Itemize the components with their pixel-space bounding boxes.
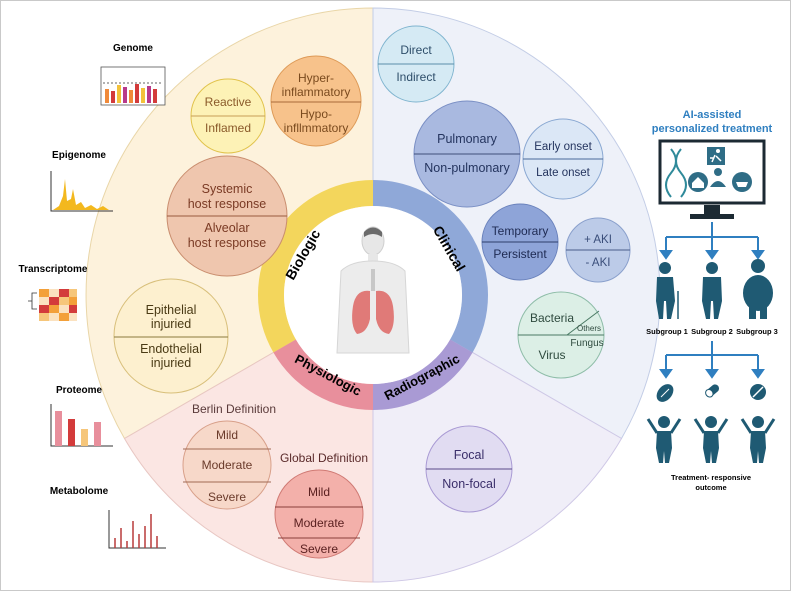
temporary-persistent-bubble: Temporary Persistent (481, 203, 559, 281)
fungus-text: Fungus (570, 338, 603, 349)
outcome-label-1: Treatment- responsive (671, 473, 751, 482)
pulmonary-text: Pulmonary (437, 132, 497, 146)
person-icon (646, 416, 682, 463)
human-body-icon (336, 226, 410, 354)
clinical-ring-segment (373, 180, 489, 353)
epithelial-endothelial-bubble: Epithelial injuried Endothelial injuried (113, 278, 229, 394)
bacteria-text: Bacteria (530, 311, 574, 325)
persistent-text: Persistent (493, 247, 547, 261)
person-icon (702, 262, 722, 319)
non-pulmonary-text: Non-pulmonary (424, 161, 510, 175)
reactive-text: Reactive (205, 95, 252, 109)
outcome-label-2: outcome (695, 483, 726, 492)
hyper-text-2: inflammatory (282, 85, 351, 99)
late-onset-text: Late onset (536, 167, 591, 179)
berlin-severe-text: Severe (208, 490, 246, 504)
virus-text: Virus (538, 348, 565, 362)
radiographic-ring-segment (373, 339, 473, 410)
reactive-inflamed-bubble: Reactive Inflamed (190, 78, 266, 154)
epigenome-icon (50, 171, 113, 212)
proteome-label: Proteome (56, 385, 103, 396)
food-icon (732, 172, 752, 192)
global-severe-text: Severe (300, 542, 338, 556)
endothelial-text-2: injuried (151, 356, 191, 370)
ai-assisted-title-1: AI-assisted (683, 109, 742, 121)
metabolome-label: Metabolome (50, 486, 109, 497)
alveolar-text-2: host response (188, 236, 267, 250)
indirect-text: Indirect (396, 70, 436, 84)
berlin-definition-label: Berlin Definition (192, 402, 276, 416)
genome-label: Genome (113, 43, 153, 54)
dna-icon (665, 148, 687, 198)
pill-icon (705, 384, 720, 398)
house-icon (688, 172, 708, 192)
systemic-text-2: host response (188, 197, 267, 211)
temporary-text: Temporary (492, 224, 549, 238)
inflamed-text: Inflamed (205, 121, 251, 135)
person-icon (656, 262, 679, 319)
global-moderate-text: Moderate (294, 516, 345, 530)
hypo-text-2: infllmmatory (284, 121, 349, 135)
berlin-bubble: Mild Moderate Severe (182, 420, 272, 510)
aki-bubble: + AKI - AKI (565, 217, 631, 283)
subgroup-2-label: Subgroup 2 (691, 327, 733, 336)
subgroup-arrows (659, 222, 765, 260)
treatment-arrows (659, 341, 765, 379)
focal-bubble: Focal Non-focal (425, 425, 513, 513)
ai-assisted-title-2: personalized treatment (652, 123, 773, 135)
direct-text: Direct (400, 43, 432, 57)
endothelial-text-1: Endothelial (140, 342, 202, 356)
global-bubble: Mild Moderate Severe (274, 469, 364, 559)
monitor-icon (658, 139, 766, 219)
person-icon (693, 416, 729, 463)
subgroup-3-label: Subgroup 3 (736, 327, 778, 336)
global-mild-text: Mild (308, 485, 330, 499)
subgroup-1-label: Subgroup 1 (646, 327, 688, 336)
epigenome-label: Epigenome (52, 150, 106, 161)
hypo-text-1: Hypo- (300, 107, 332, 121)
doctor-icon (710, 168, 726, 187)
metabolome-icon (108, 510, 166, 549)
early-onset-text: Early onset (534, 141, 592, 153)
epithelial-text-1: Epithelial (146, 303, 197, 317)
pathogen-bubble: Bacteria Others Fungus Virus (517, 291, 605, 379)
berlin-moderate-text: Moderate (202, 458, 253, 472)
pulmonary-bubble: Pulmonary Non-pulmonary (413, 100, 521, 208)
others-text: Others (577, 324, 601, 333)
pill-icon (750, 384, 766, 400)
pill-icon (656, 384, 674, 402)
hyper-hypo-bubble: Hyper- inflammatory Hypo- infllmmatory (270, 55, 362, 147)
exercise-icon (707, 147, 725, 165)
alveolar-text-1: Alveolar (204, 221, 249, 235)
physiologic-ring-segment (273, 339, 373, 410)
minus-aki-text: - AKI (586, 257, 611, 269)
plus-aki-text: + AKI (584, 234, 612, 246)
berlin-mild-text: Mild (216, 428, 238, 442)
person-icon (740, 416, 776, 463)
non-focal-text: Non-focal (442, 477, 496, 491)
onset-bubble: Early onset Late onset (522, 118, 604, 200)
systemic-text-1: Systemic (202, 182, 253, 196)
hyper-text-1: Hyper- (298, 71, 334, 85)
transcriptome-heatmap-icon (28, 289, 77, 321)
focal-text: Focal (454, 448, 485, 462)
systemic-alveolar-bubble: Systemic host response Alveolar host res… (166, 155, 288, 277)
epithelial-text-2: injuried (151, 317, 191, 331)
direct-indirect-bubble: Direct Indirect (377, 25, 455, 103)
global-definition-label: Global Definition (280, 451, 368, 465)
person-icon (743, 259, 773, 319)
genome-icon (100, 66, 166, 106)
transcriptome-label: Transcriptome (19, 264, 88, 275)
proteome-icon (50, 404, 113, 447)
